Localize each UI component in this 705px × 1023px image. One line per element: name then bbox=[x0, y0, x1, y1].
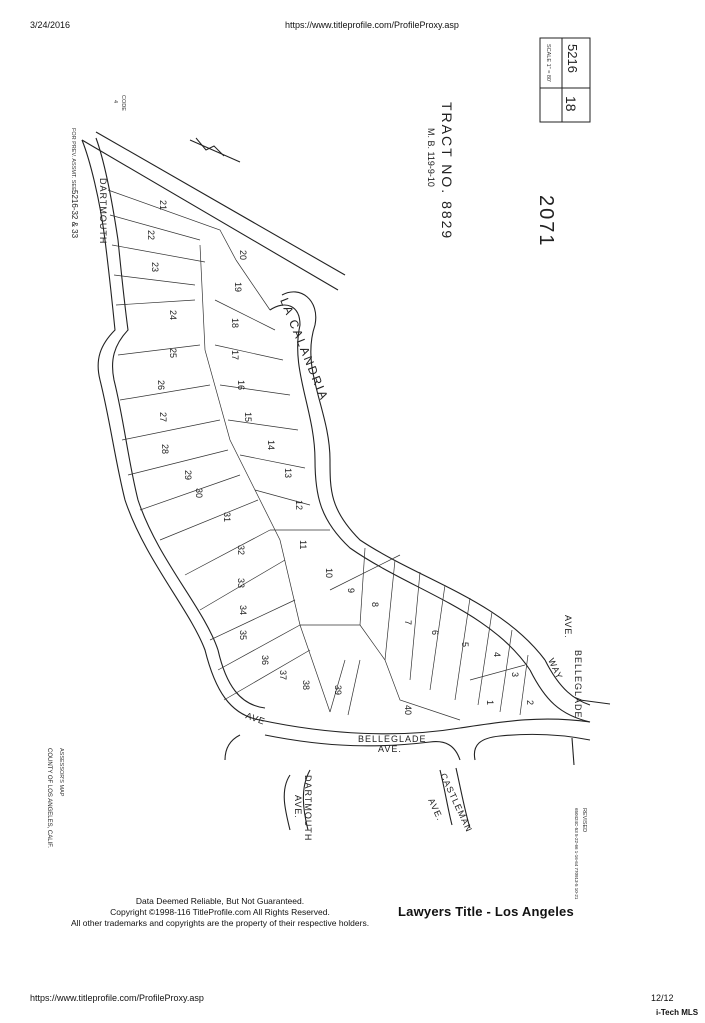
code-label: CODE bbox=[120, 95, 126, 111]
disclaimer-block: Data Deemed Reliable, But Not Guaranteed… bbox=[45, 896, 395, 929]
lot-number: 8 bbox=[370, 602, 380, 607]
lot-number: 39 bbox=[333, 685, 343, 695]
lot-number: 12 bbox=[294, 500, 304, 510]
lot-number: 4 bbox=[492, 652, 502, 657]
lot-number: 17 bbox=[230, 350, 240, 360]
sheet-number: 18 bbox=[563, 96, 579, 112]
lot-number: 31 bbox=[222, 512, 232, 522]
street-dartmouth-bottom: DARTMOUTH bbox=[303, 775, 313, 841]
lot-numbers: 1 2 3 4 5 6 7 8 9 10 11 12 13 14 15 16 1… bbox=[146, 200, 535, 715]
street-belleglade: BELLEGLADE bbox=[358, 734, 427, 744]
book-page-number: 5216 bbox=[565, 44, 580, 73]
header-url: https://www.titleprofile.com/ProfileProx… bbox=[285, 20, 459, 30]
disclaimer-line-3: All other trademarks and copyrights are … bbox=[70, 918, 370, 928]
lot-number: 25 bbox=[168, 348, 178, 358]
revised-dates: 650424C-53 5-22-66 1-16-64 770913-5 10-2… bbox=[574, 808, 579, 900]
lot-number: 5 bbox=[460, 642, 470, 647]
lot-number: 21 bbox=[158, 200, 168, 210]
prev-assessment: FOR PREV. ASSMT. SEE: bbox=[70, 128, 76, 193]
lot-number: 1 bbox=[485, 700, 495, 705]
lot-number: 20 bbox=[238, 250, 248, 260]
lot-number: 28 bbox=[160, 444, 170, 454]
street-belleglade-ave: AVE. bbox=[378, 744, 402, 754]
lot-number: 34 bbox=[238, 605, 248, 615]
street-lines bbox=[81, 131, 611, 831]
lot-number: 18 bbox=[230, 318, 240, 328]
lot-number: 30 bbox=[194, 488, 204, 498]
page-number: 12/12 bbox=[651, 993, 674, 1003]
lot-number: 37 bbox=[278, 670, 288, 680]
lot-number: 26 bbox=[156, 380, 166, 390]
lot-number: 9 bbox=[346, 588, 356, 593]
print-date: 3/24/2016 bbox=[30, 20, 71, 30]
street-belleglade-right-ave: AVE. bbox=[563, 615, 573, 639]
lot-number: 32 bbox=[236, 545, 246, 555]
mls-logo: i-Tech MLS bbox=[656, 1008, 699, 1017]
lot-number: 6 bbox=[430, 630, 440, 635]
lot-number: 2 bbox=[525, 700, 535, 705]
tract-mb: M. B. 119-9-10 bbox=[426, 128, 436, 187]
north-arrow-icon bbox=[189, 137, 241, 163]
lot-number: 40 bbox=[403, 705, 413, 715]
lot-number: 35 bbox=[238, 630, 248, 640]
lot-lines bbox=[107, 189, 529, 721]
street-castleman: CASTLEMAN bbox=[438, 772, 474, 834]
code-number: 4 bbox=[112, 100, 118, 103]
scale-label: SCALE 1" = 80' bbox=[545, 44, 551, 82]
assessor-map-label: ASSESSOR'S MAP bbox=[58, 748, 64, 797]
lot-number: 23 bbox=[150, 262, 160, 272]
lot-number: 27 bbox=[158, 412, 168, 422]
lot-number: 38 bbox=[301, 680, 311, 690]
street-ave-left: AVE bbox=[244, 710, 267, 726]
lot-number: 11 bbox=[298, 540, 308, 549]
lot-number: 19 bbox=[233, 282, 243, 292]
map-stamp-box: 5216 18 SCALE 1" = 80' bbox=[539, 37, 591, 123]
map-number: 2071 bbox=[535, 195, 557, 248]
lot-number: 7 bbox=[403, 620, 413, 625]
revised-label: REVISED bbox=[581, 808, 587, 832]
lot-number: 29 bbox=[183, 470, 193, 480]
company-name: Lawyers Title - Los Angeles bbox=[398, 904, 574, 919]
street-dartmouth-ave: AVE. bbox=[293, 795, 303, 819]
lot-number: 16 bbox=[236, 380, 246, 390]
lot-number: 3 bbox=[510, 672, 520, 677]
lot-number: 24 bbox=[168, 310, 178, 320]
street-belleglade-right: BELLEGLADE bbox=[573, 650, 583, 719]
disclaimer-line-2: Copyright ©1998-116 TitleProfile.com All… bbox=[110, 907, 330, 917]
lot-number: 14 bbox=[266, 440, 276, 450]
street-dartmouth-top: DARTMOUTH bbox=[98, 178, 108, 244]
tract-title: TRACT NO. 8829 bbox=[439, 102, 455, 240]
lot-number: 10 bbox=[324, 568, 334, 578]
prev-assessment-ref: 5216-32 & 33 bbox=[70, 190, 79, 239]
street-way: WAY bbox=[546, 657, 565, 682]
lot-number: 22 bbox=[146, 230, 156, 240]
lot-number: 33 bbox=[236, 578, 246, 588]
county-label: COUNTY OF LOS ANGELES, CALIF. bbox=[46, 748, 52, 848]
lot-number: 36 bbox=[260, 655, 270, 665]
lot-number: 15 bbox=[243, 412, 253, 422]
street-castleman-ave: AVE. bbox=[426, 797, 445, 823]
disclaimer-line-1: Data Deemed Reliable, But Not Guaranteed… bbox=[135, 896, 305, 906]
lot-number: 13 bbox=[283, 468, 293, 478]
street-la-calandria: LA CALANDRIA bbox=[277, 296, 331, 403]
footer-url: https://www.titleprofile.com/ProfileProx… bbox=[30, 993, 204, 1003]
